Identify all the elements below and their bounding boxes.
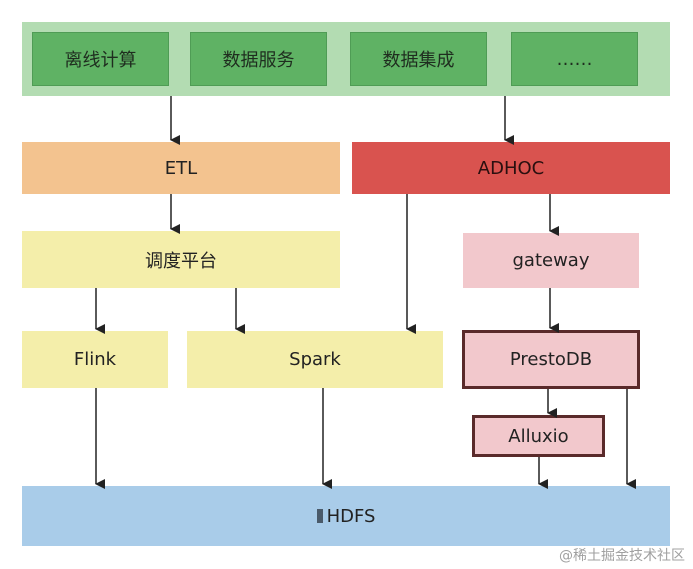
etl-box: ETL: [22, 142, 340, 194]
more-box: ……: [511, 32, 638, 86]
hdfs-label: HDFS: [326, 505, 376, 527]
hdfs-marker-icon: [316, 509, 323, 523]
alluxio-box: Alluxio: [472, 415, 605, 457]
more-label: ……: [556, 48, 593, 70]
prestodb-box: PrestoDB: [462, 330, 640, 389]
spark-box: Spark: [187, 331, 443, 388]
watermark: @稀土掘金技术社区: [559, 548, 685, 564]
etl-label: ETL: [164, 157, 198, 179]
flink-label: Flink: [73, 349, 117, 370]
data-service-box: 数据服务: [190, 32, 327, 86]
scheduler-box: 调度平台: [22, 231, 340, 288]
gateway-box: gateway: [463, 233, 639, 288]
scheduler-label: 调度平台: [145, 250, 217, 272]
flink-box: Flink: [22, 331, 168, 388]
adhoc-box: ADHOC: [352, 142, 670, 194]
offline-compute-box: 离线计算: [32, 32, 169, 86]
spark-label: Spark: [289, 349, 341, 370]
hdfs-box: HDFS: [22, 486, 670, 546]
alluxio-label: Alluxio: [508, 425, 569, 447]
adhoc-label: ADHOC: [477, 157, 545, 179]
data-integration-label: 数据集成: [382, 50, 455, 71]
gateway-label: gateway: [512, 250, 590, 271]
data-integration-box: 数据集成: [350, 32, 487, 86]
prestodb-label: PrestoDB: [509, 349, 593, 370]
offline-compute-label: 离线计算: [64, 50, 137, 71]
data-service-label: 数据服务: [222, 50, 295, 71]
